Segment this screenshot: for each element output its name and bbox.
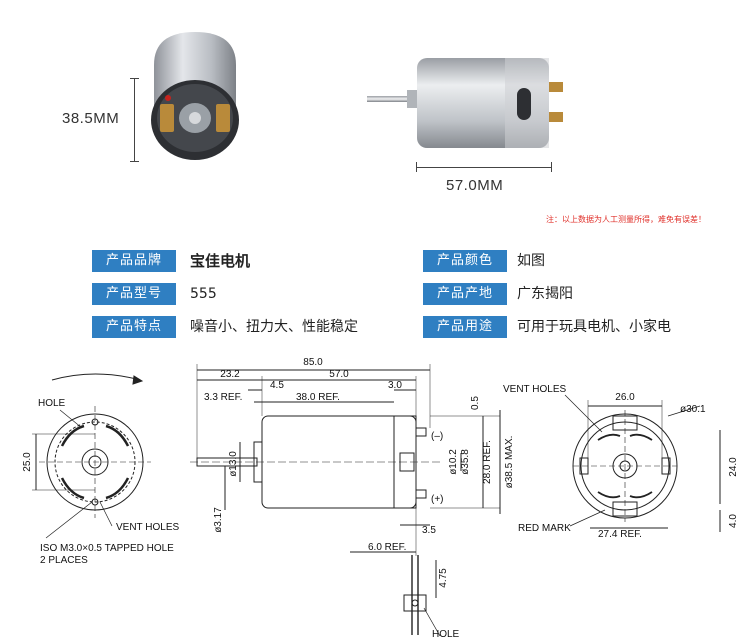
dim-0-5-label: 0.5 bbox=[470, 396, 481, 410]
technical-drawing: HOLE 25.0 VENT HOLES ISO M3.0×0.5 TAPPED… bbox=[22, 357, 739, 640]
height-dimension-line bbox=[134, 78, 136, 162]
spec-label-brand: 产品品牌 bbox=[92, 250, 176, 272]
tapped-places-label: 2 PLACES bbox=[40, 555, 88, 566]
boss-length-label: 4.5 bbox=[270, 380, 284, 391]
minus-terminal-label: (–) bbox=[431, 431, 443, 442]
spec-label-features: 产品特点 bbox=[92, 316, 176, 338]
spec-value-usage: 可用于玩具电机、小家电 bbox=[517, 319, 671, 335]
shaft-diameter-label: ø3.17 bbox=[213, 507, 224, 533]
ref-38-label: 38.0 REF. bbox=[296, 392, 340, 403]
diameter-label: 38.5MM bbox=[62, 110, 120, 127]
spec-value-color: 如图 bbox=[517, 253, 545, 269]
terminal-length-label: 3.0 bbox=[388, 380, 402, 391]
dim-3-5-label: 3.5 bbox=[422, 525, 436, 536]
measurement-note: 注：以上数据为人工测量所得，难免有误差！ bbox=[546, 215, 706, 224]
ref-27-4-label: 27.4 REF. bbox=[598, 529, 642, 540]
spec-value-model: 555 bbox=[190, 286, 217, 302]
spec-label-model: 产品型号 bbox=[92, 283, 176, 305]
max-diameter-label: ø38.5 MAX. bbox=[504, 436, 515, 489]
spec-value-origin: 广东揭阳 bbox=[517, 286, 573, 302]
terminal-dim-label: 4.75 bbox=[438, 568, 449, 588]
end-offset-label: 4.0 bbox=[728, 514, 739, 528]
length-label: 57.0MM bbox=[446, 177, 504, 194]
height-dimension-tick-top bbox=[130, 78, 139, 79]
length-dimension-tick-right bbox=[551, 162, 553, 172]
shaft-length-label: 23.2 bbox=[220, 369, 240, 380]
length-dimension-line bbox=[416, 167, 552, 168]
terminal-hole-label: HOLE bbox=[432, 629, 460, 640]
height-dimension-tick-bottom bbox=[130, 161, 139, 162]
red-mark-label: RED MARK bbox=[518, 523, 571, 534]
end-vent-holes-label: VENT HOLES bbox=[503, 384, 566, 395]
inner-diameter-label: ø10.2 bbox=[448, 449, 459, 475]
end-height-label: 24.0 bbox=[728, 457, 739, 477]
end-width-label: 26.0 bbox=[615, 392, 635, 403]
left-hole-label: HOLE bbox=[38, 398, 66, 409]
motor-end-photo bbox=[140, 20, 250, 170]
spec-value-features: 噪音小、扭力大、性能稳定 bbox=[190, 319, 358, 335]
left-height-label: 25.0 bbox=[22, 452, 33, 472]
height-28-label: 28.0 REF. bbox=[482, 440, 493, 484]
left-vent-holes-label: VENT HOLES bbox=[116, 522, 179, 533]
ref-6-0-label: 6.0 REF. bbox=[368, 542, 406, 553]
motor-side-photo bbox=[365, 50, 575, 160]
body-diameter-label: ø35.8 bbox=[460, 449, 471, 475]
ref-3-3-label: 3.3 REF. bbox=[204, 392, 242, 403]
spec-value-brand: 宝佳电机 bbox=[190, 252, 251, 270]
spec-label-usage: 产品用途 bbox=[423, 316, 507, 338]
overall-length-label: 85.0 bbox=[303, 357, 323, 368]
body-length-label: 57.0 bbox=[329, 369, 349, 380]
rotation-arrow bbox=[51, 373, 141, 381]
end-diameter-label: ø30.1 bbox=[680, 404, 706, 415]
spec-label-origin: 产品产地 bbox=[423, 283, 507, 305]
boss-diameter-label: ø13.0 bbox=[228, 451, 239, 477]
length-dimension-tick-left bbox=[416, 162, 418, 172]
tapped-hole-label: ISO M3.0×0.5 TAPPED HOLE bbox=[40, 543, 174, 554]
plus-terminal-label: (+) bbox=[431, 494, 444, 505]
spec-label-color: 产品颜色 bbox=[423, 250, 507, 272]
